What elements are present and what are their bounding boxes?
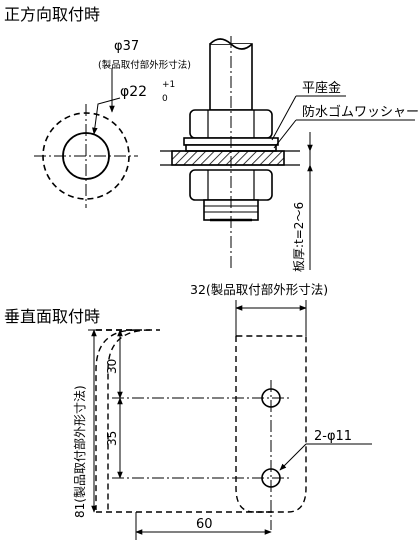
width-dim-label: 32(製品取付部外形寸法) bbox=[190, 282, 328, 297]
outer-diameter-label: φ37 bbox=[114, 39, 139, 54]
washer-leader bbox=[271, 95, 297, 141]
height-dim-label: 81(製品取付部外形寸法) bbox=[72, 385, 87, 518]
dim-35-label: 35 bbox=[105, 431, 119, 446]
front-mount-title: 正方向取付時 bbox=[4, 5, 100, 24]
dim-60-label: 60 bbox=[196, 517, 213, 532]
rubber-leader bbox=[273, 119, 297, 149]
flat-washer-label: 平座金 bbox=[302, 80, 341, 96]
bracket-front-outline bbox=[235, 335, 307, 513]
mounting-plate bbox=[171, 150, 285, 166]
holes-label: 2-φ11 bbox=[314, 429, 352, 444]
dim-30-label: 30 bbox=[105, 359, 119, 374]
vertical-mount-title: 垂直面取付時 bbox=[4, 307, 100, 326]
bracket-side-outline bbox=[95, 329, 151, 510]
tolerance-upper: +1 bbox=[162, 80, 175, 90]
holes-leader bbox=[279, 443, 307, 471]
tolerance-lower: 0 bbox=[162, 94, 168, 104]
leader-line-22 bbox=[92, 97, 121, 135]
bore-diameter-label: φ22 bbox=[120, 84, 147, 100]
front-hole-view: φ37 (製品取付部外形寸法) φ22 +1 0 bbox=[34, 39, 191, 208]
plate-thickness-label: 板厚:t=2〜6 bbox=[292, 202, 306, 272]
rubber-washer-label: 防水ゴムワッシャー bbox=[302, 104, 419, 120]
outer-diameter-note: (製品取付部外形寸法) bbox=[98, 59, 191, 71]
